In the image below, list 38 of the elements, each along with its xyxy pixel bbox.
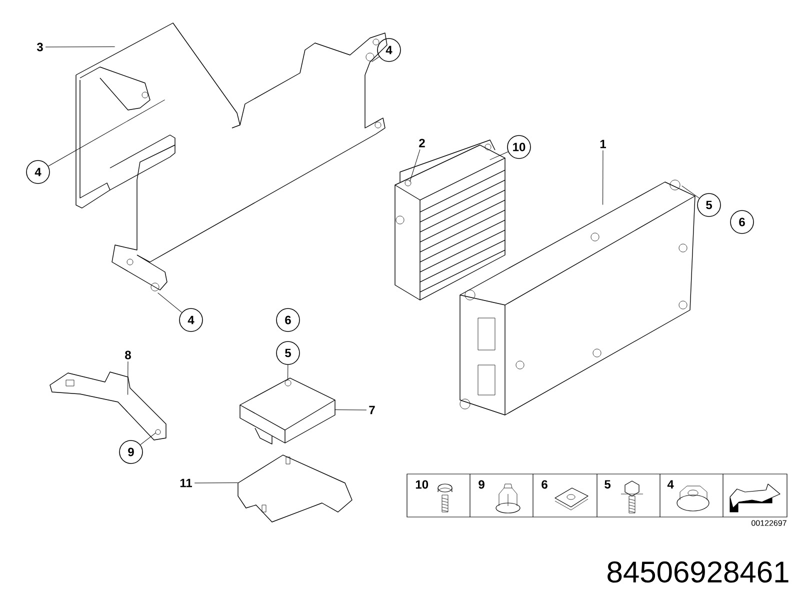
- bracket-drawing: [50, 372, 166, 440]
- callout-number: 6: [730, 210, 754, 234]
- leader-line: [372, 56, 380, 62]
- callout-number: 3: [34, 40, 46, 54]
- bracket-drawing: [76, 22, 388, 292]
- callout-number: 4: [26, 160, 50, 184]
- callout-number: 10: [416, 480, 428, 489]
- callout-number: 4: [667, 480, 674, 488]
- leader-line: [140, 432, 156, 445]
- callout-number: 10: [507, 135, 531, 159]
- leader-line: [602, 150, 604, 206]
- bracket-drawing: [238, 454, 352, 522]
- control-unit-drawing: [460, 180, 696, 416]
- callout-number: 5: [604, 480, 611, 489]
- leader-line: [410, 149, 420, 182]
- callout-number: 7: [366, 404, 378, 416]
- drawing-number: 00122697: [752, 520, 786, 526]
- callout-number: 6: [276, 308, 300, 332]
- leader-line: [682, 186, 700, 198]
- callout-number: 2: [416, 136, 428, 150]
- leader-line: [45, 46, 116, 48]
- leader-line: [194, 482, 238, 484]
- part-number: 84506928461: [608, 561, 788, 583]
- callout-number: 6: [542, 480, 548, 489]
- callout-number: 5: [697, 193, 721, 217]
- callout-number: 9: [478, 480, 484, 489]
- callout-number: 4: [377, 38, 401, 62]
- callout-number: 4: [179, 308, 203, 332]
- leader-line: [48, 100, 166, 166]
- callout-number: 5: [276, 341, 300, 365]
- sensor-module-drawing: [240, 378, 336, 444]
- callout-number: 11: [178, 476, 194, 490]
- callout-number: 9: [119, 440, 143, 464]
- leader-line: [158, 292, 182, 313]
- amplifier-drawing: [394, 140, 506, 300]
- callout-number: 1: [598, 138, 608, 150]
- leader-line: [490, 152, 508, 160]
- callout-number: 8: [122, 348, 134, 362]
